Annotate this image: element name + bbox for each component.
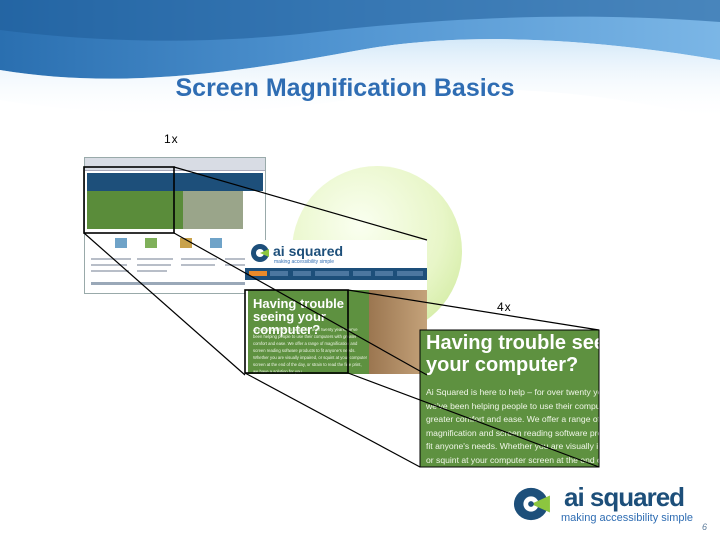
site-header: [87, 173, 263, 191]
nav-item-home: [249, 271, 267, 276]
page-number: 6: [702, 522, 708, 532]
label-4x: 4x: [497, 300, 512, 314]
text-line: [181, 258, 217, 260]
text-line: [91, 270, 129, 272]
nav-item: [353, 271, 371, 276]
screenshot-1x: [84, 157, 266, 294]
text-line: [137, 270, 167, 272]
text-line: [91, 258, 131, 260]
slide-title: Screen Magnification Basics: [175, 74, 515, 102]
product-thumb: [180, 238, 192, 248]
footer-bar: [91, 282, 261, 285]
logo-tagline: making accessibility simple: [561, 512, 694, 524]
header-wave-background: [0, 0, 720, 121]
hero-photo: [183, 191, 243, 229]
hero-headline-4x: Having trouble seeing your computer?: [426, 332, 599, 376]
ai-squared-logo: ai squared making accessibility simple: [506, 482, 706, 528]
nav-item: [270, 271, 288, 276]
product-thumb: [115, 238, 127, 248]
text-line: [181, 264, 215, 266]
text-line: [137, 258, 173, 260]
nav-item: [293, 271, 311, 276]
site-header: ai squared making accessibility simple: [245, 240, 427, 268]
label-1x: 1x: [164, 132, 179, 146]
hero-photo: [369, 290, 427, 374]
site-nav: [245, 268, 427, 280]
hero-banner: [87, 191, 183, 229]
logo-wordmark: ai squared: [564, 482, 685, 512]
screenshot-2x: ai squared making accessibility simple H…: [245, 240, 427, 375]
site-tagline: making accessibility simple: [274, 259, 335, 265]
product-thumb: [210, 238, 222, 248]
site-brand: ai squared: [273, 243, 344, 259]
hero-body-4x: Ai Squared is here to help – for over tw…: [426, 387, 599, 465]
ai-squared-logo-icon: [251, 244, 269, 262]
text-line: [137, 264, 171, 266]
text-line: [91, 264, 127, 266]
screenshot-4x: Having trouble seeing your computer? Ai …: [420, 330, 599, 467]
nav-item: [397, 271, 423, 276]
nav-item: [315, 271, 349, 276]
browser-toolbar: [85, 158, 265, 171]
nav-item: [375, 271, 393, 276]
ai-squared-logo-icon: [513, 487, 550, 521]
product-thumb: [145, 238, 157, 248]
hero-body: Ai Squared is here to help – for over tw…: [253, 327, 368, 374]
